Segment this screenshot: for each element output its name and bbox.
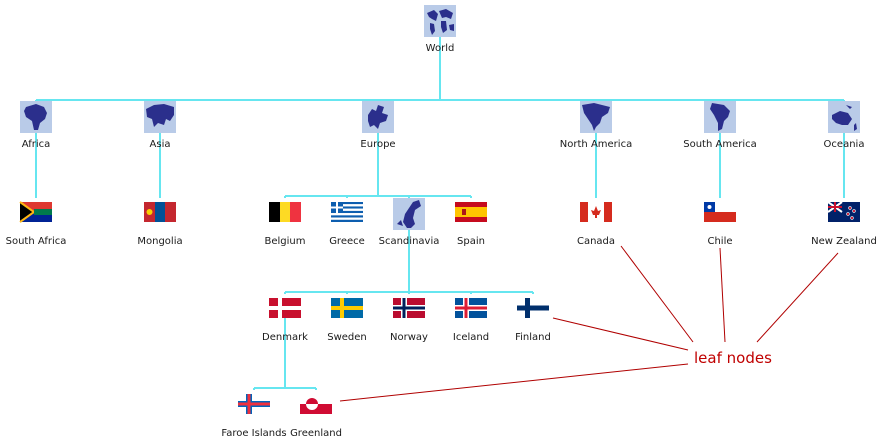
leaf-nodes-annotation: leaf nodes xyxy=(339,245,839,402)
node-greece: Greece xyxy=(329,202,365,247)
north-america-map-icon xyxy=(580,101,612,133)
greenland-flag-icon xyxy=(300,394,332,414)
node-oceania: Oceania xyxy=(824,101,865,150)
iceland-flag-icon xyxy=(455,298,487,318)
node-label: Finland xyxy=(515,332,551,343)
node-africa: Africa xyxy=(20,101,52,150)
belgium-flag-icon xyxy=(269,202,301,222)
node-iceland: Iceland xyxy=(453,298,489,343)
europe-map-icon xyxy=(362,101,394,133)
annotation-line-canada xyxy=(620,245,694,343)
node-denmark: Denmark xyxy=(262,298,308,343)
faroe-islands-flag-icon xyxy=(238,394,270,414)
node-south-america: South America xyxy=(683,101,757,150)
node-label: Norway xyxy=(390,332,428,343)
node-label: Canada xyxy=(577,236,615,247)
node-asia: Asia xyxy=(144,101,176,150)
node-label: Greenland xyxy=(290,428,342,439)
asia-map-icon xyxy=(144,101,176,133)
edge-group-world xyxy=(35,37,845,101)
annotation-label: leaf nodes xyxy=(694,349,772,367)
node-label: Belgium xyxy=(265,236,306,247)
node-greenland: Greenland xyxy=(290,394,342,439)
node-label: New Zealand xyxy=(811,236,877,247)
node-label: Asia xyxy=(150,139,171,150)
node-label: Sweden xyxy=(327,332,367,343)
annotation-line-finland xyxy=(552,317,689,351)
node-label: Iceland xyxy=(453,332,489,343)
scandinavia-map-icon xyxy=(393,198,425,230)
annotation-line-new-zealand xyxy=(756,252,839,343)
node-new-zealand: New Zealand xyxy=(811,201,877,247)
node-label: North America xyxy=(560,139,632,150)
edge-group-denmark xyxy=(253,316,317,390)
node-label: Oceania xyxy=(824,139,865,150)
finland-flag-icon xyxy=(517,298,549,318)
annotation-line-chile xyxy=(719,247,726,343)
africa-map-icon xyxy=(20,101,52,133)
canada-flag-icon xyxy=(580,202,612,222)
node-belgium: Belgium xyxy=(265,202,306,247)
node-norway: Norway xyxy=(390,298,428,343)
chile-flag-icon xyxy=(704,202,736,222)
node-sweden: Sweden xyxy=(327,298,367,343)
spain-flag-icon xyxy=(455,202,487,222)
node-faroe-islands: Faroe Islands xyxy=(221,394,287,439)
south-africa-flag-icon xyxy=(19,201,52,223)
node-label: Greece xyxy=(329,236,365,247)
node-south-africa: South Africa xyxy=(6,201,67,247)
node-canada: Canada xyxy=(577,202,615,247)
globe-icon xyxy=(424,5,456,37)
south-america-map-icon xyxy=(704,101,736,133)
node-label: Spain xyxy=(457,236,485,247)
annotation-line-greenland xyxy=(339,363,689,402)
denmark-flag-icon xyxy=(269,298,301,318)
node-label: Chile xyxy=(707,236,732,247)
node-label: Faroe Islands xyxy=(221,428,286,439)
tree-edges xyxy=(35,37,845,390)
greece-flag-icon xyxy=(331,202,363,222)
node-label: South America xyxy=(683,139,757,150)
new-zealand-flag-icon xyxy=(827,201,860,222)
node-spain: Spain xyxy=(455,202,487,247)
node-label: Scandinavia xyxy=(379,236,440,247)
norway-flag-icon xyxy=(393,298,425,318)
node-scandinavia: Scandinavia xyxy=(379,198,440,247)
mongolia-flag-icon xyxy=(144,202,176,222)
node-mongolia: Mongolia xyxy=(137,202,183,247)
edge-group-europe xyxy=(284,133,472,198)
node-label: World xyxy=(426,43,455,54)
node-north-america: North America xyxy=(560,101,632,150)
oceania-map-icon xyxy=(828,101,860,133)
node-label: Africa xyxy=(22,139,51,150)
node-label: Denmark xyxy=(262,332,308,343)
edge-group-scandinavia xyxy=(284,230,534,294)
node-world: World xyxy=(424,5,456,54)
node-chile: Chile xyxy=(704,202,736,247)
node-europe: Europe xyxy=(360,101,396,150)
sweden-flag-icon xyxy=(331,298,363,318)
node-finland: Finland xyxy=(515,298,551,343)
node-label: South Africa xyxy=(6,236,67,247)
node-label: Mongolia xyxy=(137,236,182,247)
node-label: Europe xyxy=(360,139,395,150)
